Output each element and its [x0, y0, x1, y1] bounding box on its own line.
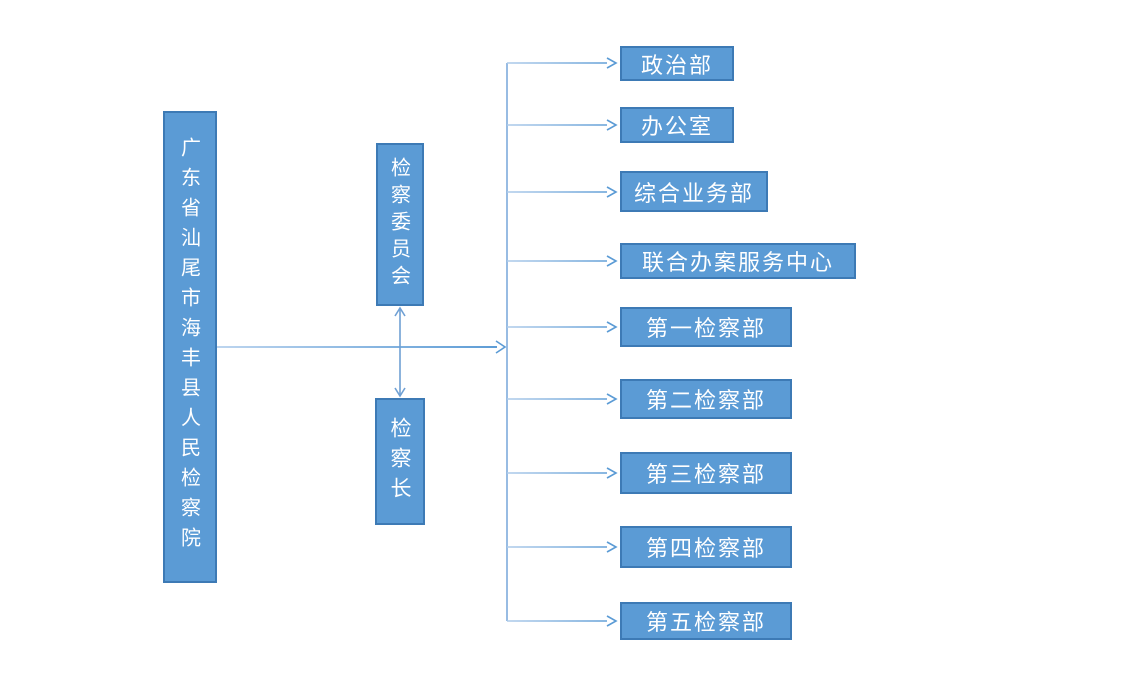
arrowhead-down-chief — [394, 387, 406, 398]
dept-label: 第三检察部 — [645, 463, 766, 488]
arrowhead-branch-4 — [606, 255, 618, 267]
node-dept-office: 办公室 — [620, 107, 734, 143]
branch-group — [507, 57, 618, 627]
node-root: 广东省汕尾市海丰县人民检察院 — [163, 111, 217, 583]
node-root-label: 广东省汕尾市海丰县人民检察院 — [177, 137, 202, 557]
node-committee: 检察委员会 — [376, 143, 424, 306]
node-dept-political: 政治部 — [620, 46, 734, 81]
arrowhead-branch-6 — [606, 393, 618, 405]
node-dept-second: 第二检察部 — [620, 379, 792, 419]
dept-label: 第五检察部 — [645, 611, 766, 636]
dept-label: 政治部 — [640, 53, 713, 79]
node-dept-first: 第一检察部 — [620, 307, 792, 347]
arrowhead-up-committee — [394, 306, 406, 317]
node-chief: 检察长 — [375, 398, 425, 525]
dept-label: 综合业务部 — [633, 181, 754, 207]
dept-label: 第二检察部 — [645, 389, 766, 414]
arrowhead-branch-8 — [606, 541, 618, 553]
node-dept-fourth: 第四检察部 — [620, 526, 792, 568]
dept-label: 第一检察部 — [645, 317, 766, 342]
arrowhead-branch-2 — [606, 119, 618, 131]
dept-label: 第四检察部 — [645, 537, 766, 562]
arrowhead-branch-5 — [606, 321, 618, 333]
arrowhead-root-to-spine — [495, 340, 507, 354]
node-dept-comprehensive: 综合业务部 — [620, 171, 768, 212]
node-dept-third: 第三检察部 — [620, 452, 792, 494]
node-committee-label: 检察委员会 — [387, 157, 412, 292]
dept-label: 办公室 — [640, 115, 713, 140]
node-dept-fifth: 第五检察部 — [620, 602, 792, 640]
arrowhead-branch-1 — [606, 57, 618, 69]
arrowhead-branch-7 — [606, 467, 618, 479]
node-chief-label: 检察长 — [388, 416, 412, 507]
node-dept-joint-service-center: 联合办案服务中心 — [620, 243, 856, 279]
dept-label: 联合办案服务中心 — [641, 251, 834, 276]
arrowhead-branch-9 — [606, 615, 618, 627]
arrowhead-branch-3 — [606, 186, 618, 198]
